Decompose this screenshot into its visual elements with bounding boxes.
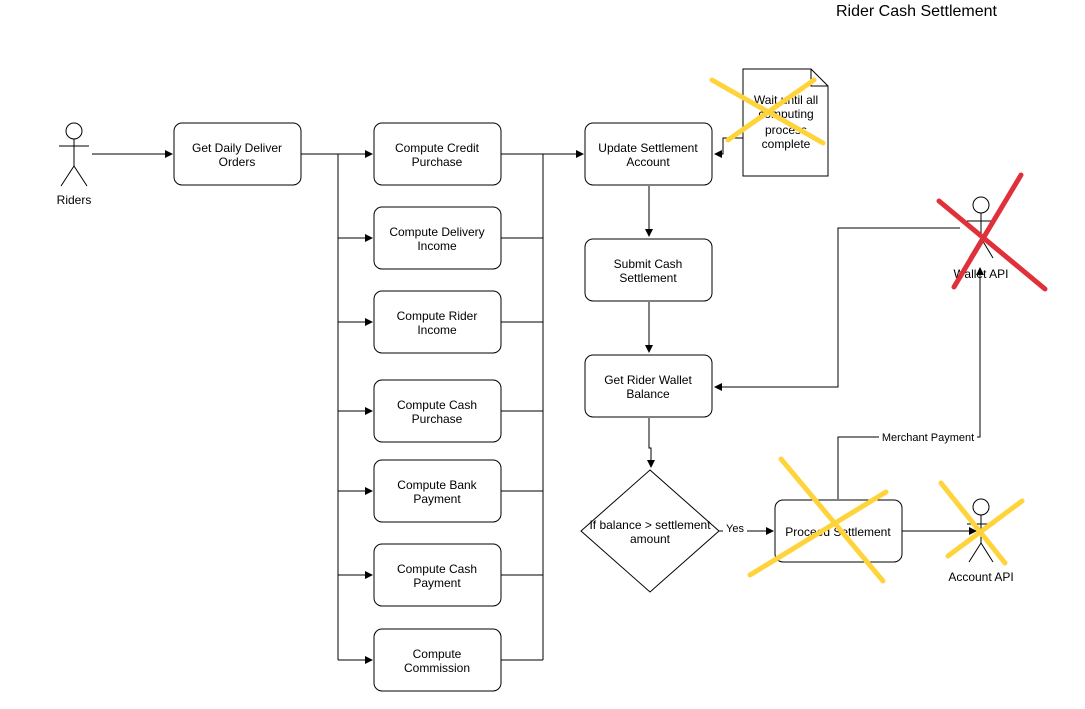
cross-note-icon	[709, 77, 826, 146]
edge-label-yes: Yes	[726, 523, 744, 535]
box-compute-credit-purchase[interactable]	[373, 122, 502, 186]
edge-wallet-api-to-balance	[714, 227, 960, 391]
box-update-settlement-account[interactable]	[584, 122, 713, 186]
label-wallet-balance-2: Balance	[626, 387, 670, 401]
cross-wallet-api-icon	[936, 172, 1048, 292]
label-credit-1: Compute Credit	[395, 141, 480, 155]
label-commission-1: Compute	[413, 647, 462, 661]
yes-label-bg	[723, 522, 747, 536]
box-compute-commission[interactable]	[373, 628, 502, 692]
label-bank-payment-1: Compute Bank	[397, 478, 477, 492]
edge-label-merchant-payment: Merchant Payment	[882, 432, 974, 444]
label-delivery-1: Compute Delivery	[389, 225, 484, 239]
cross-account-api-icon	[938, 480, 1025, 566]
label-commission-2: Commission	[404, 661, 470, 675]
box-compute-bank-payment[interactable]	[373, 459, 502, 523]
note-fold	[810, 69, 828, 87]
label-delivery-2: Income	[417, 239, 457, 253]
box-compute-cash-purchase[interactable]	[373, 379, 502, 443]
label-cash-purchase-1: Compute Cash	[397, 398, 477, 412]
edge-wallet-balance-to-decision	[647, 418, 655, 468]
box-submit-cash-settlement[interactable]	[584, 238, 713, 302]
label-bank-payment-2: Payment	[413, 492, 461, 506]
label-rider-income-2: Income	[417, 323, 457, 337]
label-get-daily-2: Orders	[219, 155, 256, 169]
account-api-actor-icon	[967, 498, 995, 563]
label-credit-2: Purchase	[412, 155, 463, 169]
label-wallet-balance-1: Get Rider Wallet	[604, 373, 692, 387]
box-get-rider-wallet-balance[interactable]	[584, 354, 713, 418]
label-update-2: Account	[626, 155, 670, 169]
merchant-label-bg	[879, 430, 977, 444]
actor-label-wallet-api: Wallet API	[954, 267, 1009, 281]
diagram-title: Rider Cash Settlement	[836, 3, 997, 20]
label-decision-2: amount	[630, 532, 671, 546]
label-decision-1: If balance > settlement	[589, 518, 711, 532]
connectors	[92, 137, 984, 664]
riders-actor-icon	[59, 122, 89, 187]
label-cash-payment-1: Compute Cash	[397, 562, 477, 576]
box-compute-rider-income[interactable]	[373, 290, 502, 354]
box-compute-cash-payment[interactable]	[373, 543, 502, 607]
label-cash-payment-2: Payment	[413, 576, 461, 590]
label-note-4: complete	[762, 137, 811, 151]
cross-proceed-icon	[747, 456, 889, 584]
label-update-1: Update Settlement	[598, 141, 698, 155]
edge-merchant-payment	[837, 267, 984, 499]
box-compute-delivery-income[interactable]	[373, 206, 502, 270]
label-submit-2: Settlement	[619, 271, 677, 285]
actor-label-riders: Riders	[57, 193, 92, 207]
actor-label-account-api: Account API	[948, 570, 1013, 584]
label-submit-1: Submit Cash	[614, 257, 683, 271]
decision-diamond[interactable]	[580, 469, 720, 593]
label-cash-purchase-2: Purchase	[412, 412, 463, 426]
box-get-daily-orders[interactable]	[173, 122, 302, 186]
label-get-daily-1: Get Daily Deliver	[192, 141, 282, 155]
label-rider-income-1: Compute Rider	[397, 309, 478, 323]
